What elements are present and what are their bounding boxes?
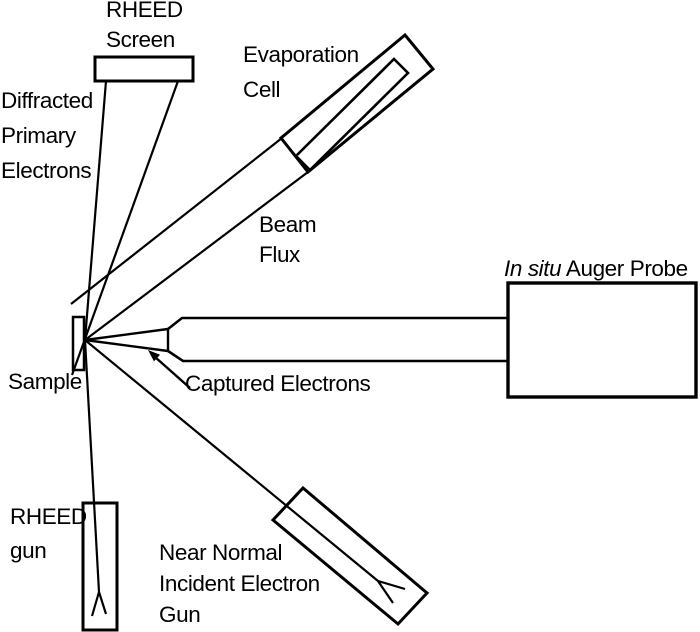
diffracted-label-line2: Primary — [1, 123, 76, 148]
nni-gun-beam-line — [84, 339, 379, 582]
beam-flux-upper-line — [70, 137, 283, 305]
captured-electrons-arrow — [154, 356, 191, 389]
near-normal-gun-label-line2: Incident Electron — [159, 571, 320, 596]
rheed-screen-label: RHEED Screen — [106, 0, 183, 55]
nni-gun-filament — [377, 579, 406, 604]
auger-probe-label: In situ Auger Probe — [504, 257, 688, 281]
sample-label: Sample — [8, 369, 82, 394]
rheed-screen-label-line2: Screen — [106, 27, 175, 52]
diffracted-label-line3: Electrons — [1, 158, 92, 183]
electron-collector-cone — [84, 327, 170, 353]
rheed-screen-shape — [93, 55, 195, 83]
nni-gun-shape — [270, 485, 430, 627]
rheed-gun-filament — [90, 591, 108, 617]
near-normal-gun-label: Near Normal Incident Electron Gun — [159, 537, 320, 630]
collector-tube — [167, 316, 508, 363]
beam-flux-label: Beam Flux — [259, 210, 317, 270]
near-normal-gun-label-line1: Near Normal — [159, 540, 283, 565]
beam-flux-label-line2: Flux — [259, 242, 300, 267]
beam-flux-label-line1: Beam — [259, 212, 317, 237]
diffracted-label-line1: Diffracted — [1, 88, 93, 113]
auger-probe-label-regular: Auger Probe — [561, 256, 688, 281]
evaporation-cell-inner-shape — [294, 57, 410, 172]
rheed-gun-beam-line — [83, 339, 101, 593]
beam-flux-lower-line — [84, 171, 309, 341]
evaporation-cell-label-line1: Evaporation — [243, 42, 359, 67]
evaporation-cell-label-line2: Cell — [243, 77, 281, 102]
rheed-gun-label-line1: RHEED — [10, 504, 87, 529]
near-normal-gun-label-line3: Gun — [159, 602, 201, 627]
sample-shape — [71, 315, 86, 372]
auger-probe-box — [506, 281, 698, 399]
evaporation-cell-label: Evaporation Cell — [243, 37, 359, 107]
captured-electrons-label: Captured Electrons — [185, 371, 371, 396]
rheed-screen-label-line1: RHEED — [106, 0, 183, 22]
rheed-gun-label-line2: gun — [10, 538, 47, 563]
rheed-gun-label: RHEED gun — [10, 500, 87, 568]
rheed-gun-shape — [81, 501, 119, 632]
captured-electrons-arrowhead — [148, 350, 160, 362]
diffracted-primary-electrons-label: Diffracted Primary Electrons — [1, 83, 93, 188]
auger-probe-label-italic: In situ — [504, 256, 562, 281]
diffracted-beam-left-line — [83, 80, 108, 341]
diffracted-beam-right-line — [70, 80, 180, 376]
